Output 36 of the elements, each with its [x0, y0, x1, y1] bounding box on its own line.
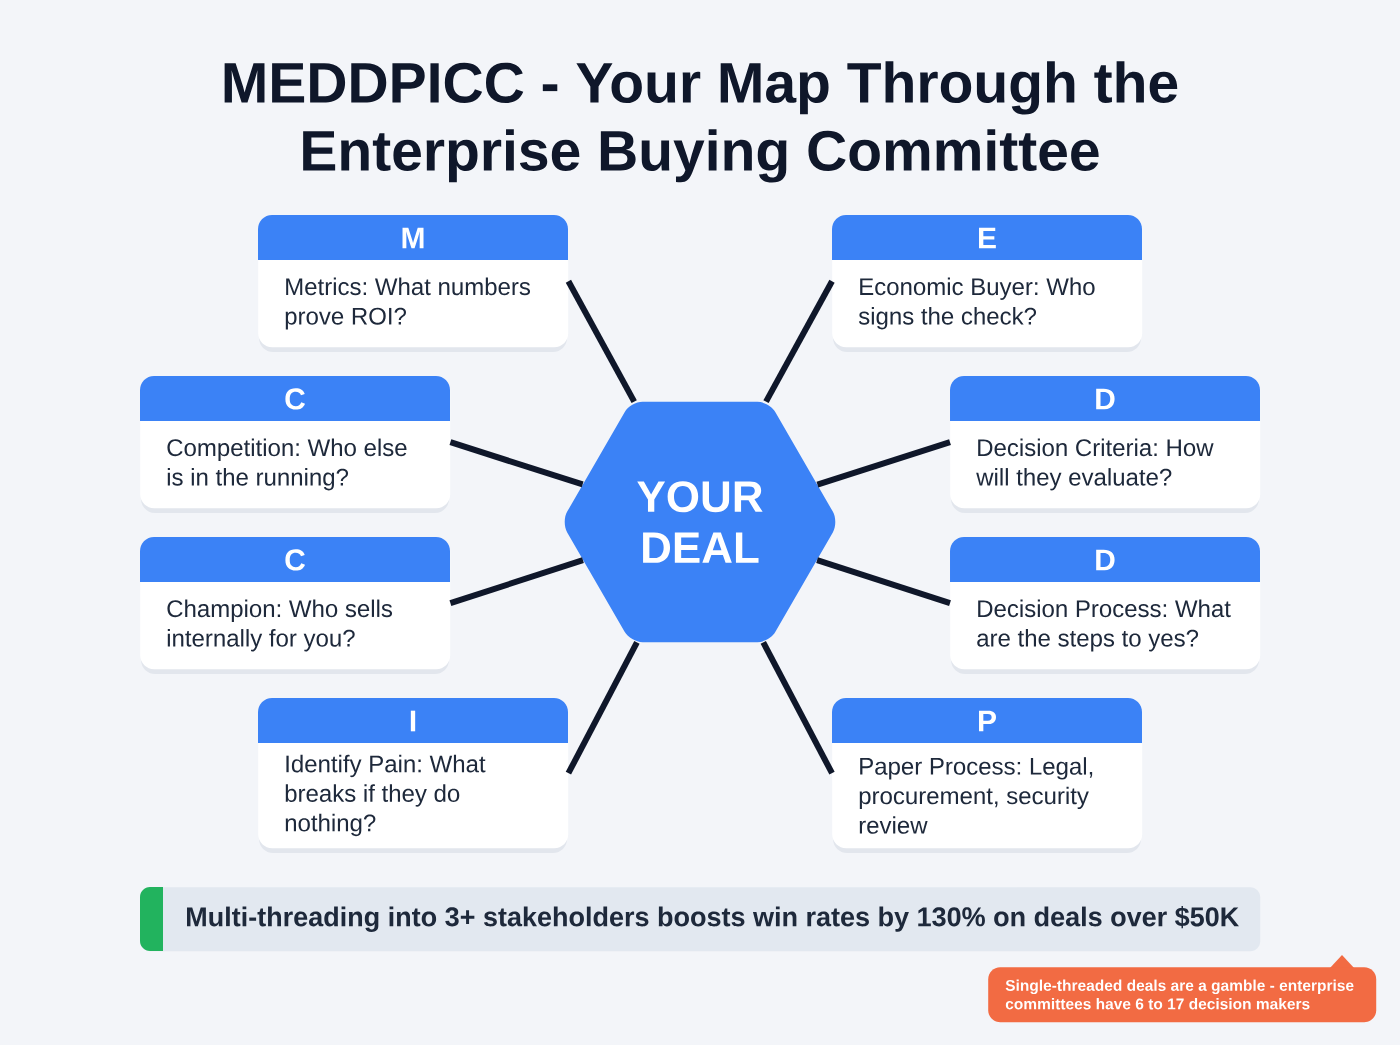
card-header: E: [832, 215, 1142, 260]
connector-line: [449, 557, 584, 607]
connector-line: [816, 439, 951, 488]
connector-line: [449, 439, 584, 488]
card-header: P: [832, 698, 1142, 743]
card-header: D: [950, 376, 1260, 421]
connector-line: [565, 279, 637, 404]
card: [258, 698, 569, 853]
title: MEDDPICC - Your Map Through the Enterprise Buying Committee: [224, 61, 1178, 183]
callout: Single-threaded deals are a gamble - enterprise committees have 6 to 17 decision makers: [988, 955, 1377, 1023]
card: [140, 376, 451, 513]
connector-line: [763, 279, 835, 404]
card-header: C: [140, 376, 450, 421]
card-text: Decision Process: What are the steps to yes?: [977, 599, 1231, 652]
card-text: Economic Buyer: Who signs the check?: [858, 277, 1095, 330]
card-text: Identify Pain: What breaks if they do nothing?: [285, 754, 486, 837]
banner: Multi-threading into 3+ stakeholders boosts win rates by 130% on deals over $50K: [140, 887, 1261, 952]
connector-line: [760, 641, 835, 775]
hexagon: YOUR DEAL: [564, 401, 836, 643]
card: [140, 537, 451, 674]
card: [950, 537, 1261, 674]
card-text: Decision Criteria: How will they evaluate?: [976, 438, 1214, 491]
card-text: Champion: Who sells internally for you?: [167, 599, 393, 652]
card-header: I: [258, 698, 568, 743]
connector-line: [816, 557, 951, 607]
card-text: Competition: Who else is in the running?: [167, 438, 407, 491]
card: [832, 215, 1143, 352]
card: [258, 215, 569, 352]
card-header: M: [258, 215, 568, 260]
card: [832, 698, 1143, 853]
card: [950, 376, 1261, 513]
card-header: C: [140, 537, 450, 582]
card-text: Metrics: What numbers prove ROI?: [285, 277, 531, 330]
connector-line: [565, 641, 640, 775]
card-text: Paper Process: Legal, procurement, security review: [859, 757, 1093, 834]
card-header: D: [950, 537, 1260, 582]
